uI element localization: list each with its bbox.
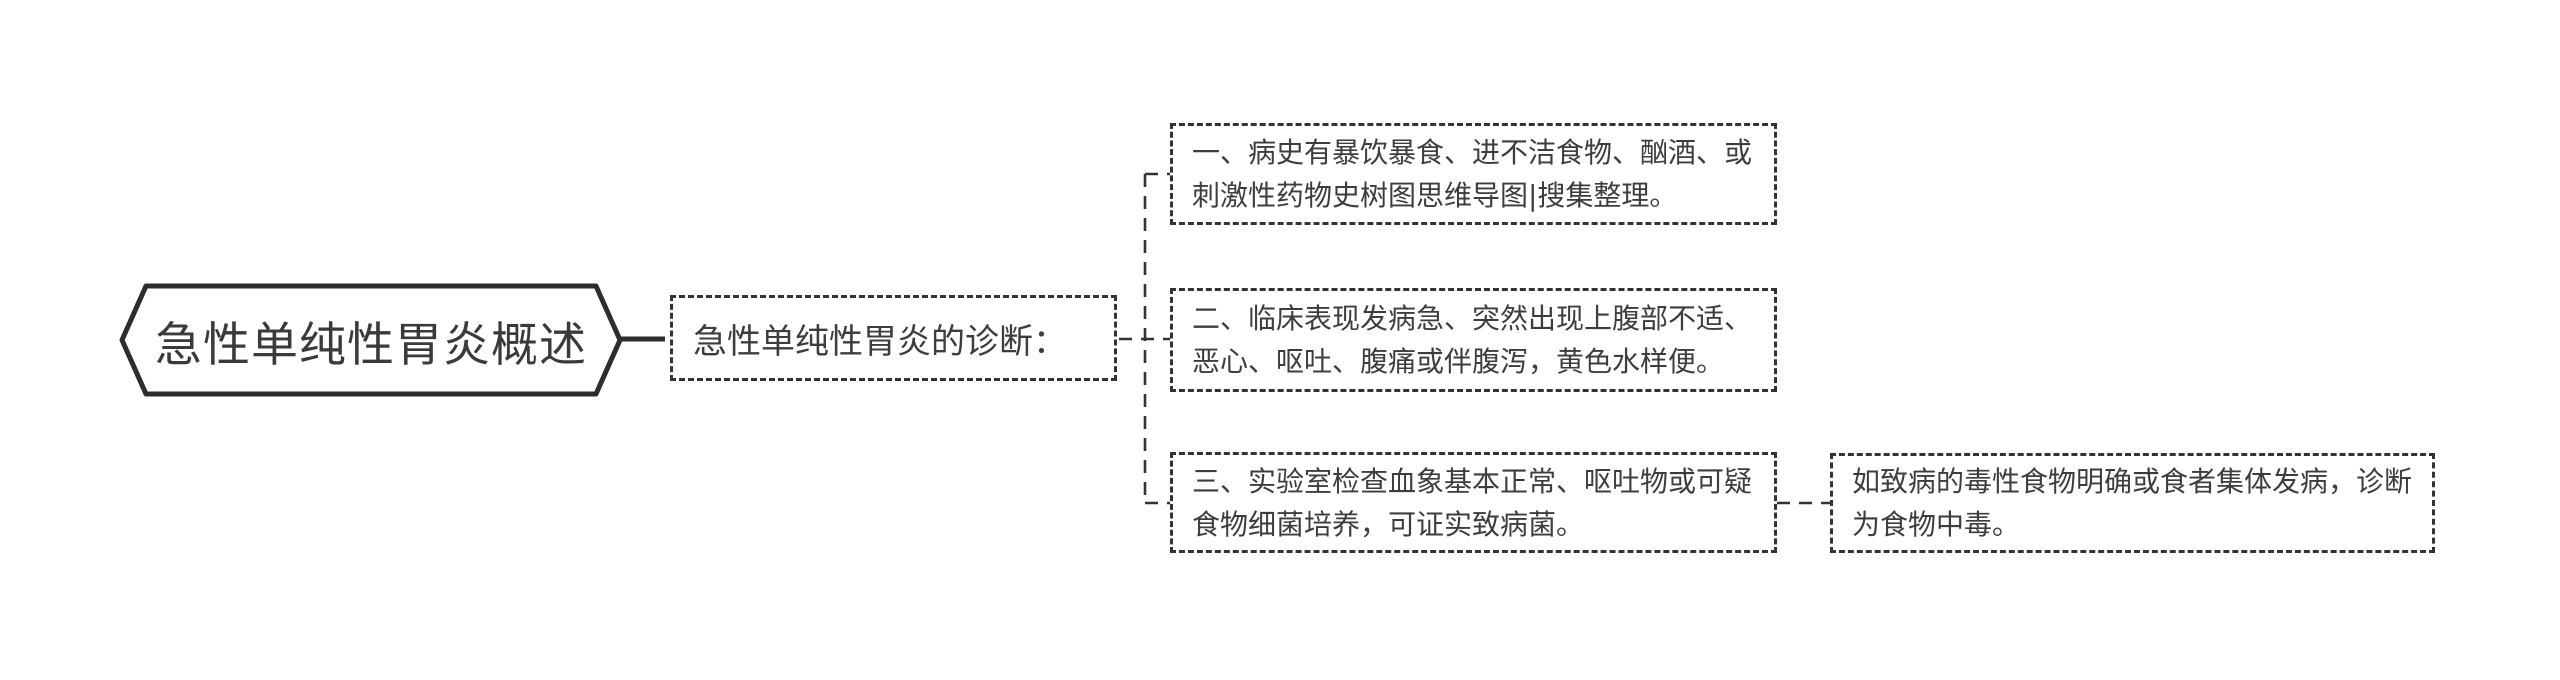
hexagon-shape bbox=[119, 283, 623, 397]
node-text-line: 一、病史有暴饮暴食、进不洁食物、酗酒、或 bbox=[1192, 136, 1753, 169]
node-diagnosis-topic[interactable]: 急性单纯性胃炎的诊断： bbox=[670, 295, 1117, 381]
node-text-line: 食物细菌培养，可证实致病菌。 bbox=[1192, 507, 1585, 541]
node-text-line: 刺激性药物史树图思维导图|搜集整理。 bbox=[1192, 179, 1678, 212]
node-text-line: 为食物中毒。 bbox=[1852, 508, 2021, 541]
node-food-poisoning-note[interactable]: 如致病的毒性食物明确或食者集体发病，诊断 为食物中毒。 bbox=[1830, 453, 2435, 553]
root-node[interactable]: 急性单纯性胃炎概述 bbox=[119, 282, 623, 398]
node-point-1-history[interactable]: 一、病史有暴饮暴食、进不洁食物、酗酒、或 刺激性药物史树图思维导图|搜集整理。 bbox=[1170, 123, 1777, 225]
node-point-2-clinical[interactable]: 二、临床表现发病急、突然出现上腹部不适、 恶心、呕吐、腹痛或伴腹泻，黄色水样便。 bbox=[1170, 288, 1777, 392]
node-text-line: 二、临床表现发病急、突然出现上腹部不适、 bbox=[1192, 302, 1753, 335]
node-text-line: 恶心、呕吐、腹痛或伴腹泻，黄色水样便。 bbox=[1192, 345, 1725, 378]
root-node-label: 急性单纯性胃炎概述 bbox=[155, 317, 587, 373]
node-text-line: 如致病的毒性食物明确或食者集体发病，诊断 bbox=[1852, 465, 2413, 498]
node-text-line: 三、实验室检查血象基本正常、呕吐物或可疑 bbox=[1192, 464, 1753, 498]
node-diagnosis-topic-label: 急性单纯性胃炎的诊断： bbox=[693, 321, 1067, 362]
node-point-3-laboratory[interactable]: 三、实验室检查血象基本正常、呕吐物或可疑 食物细菌培养，可证实致病菌。 bbox=[1170, 452, 1777, 553]
